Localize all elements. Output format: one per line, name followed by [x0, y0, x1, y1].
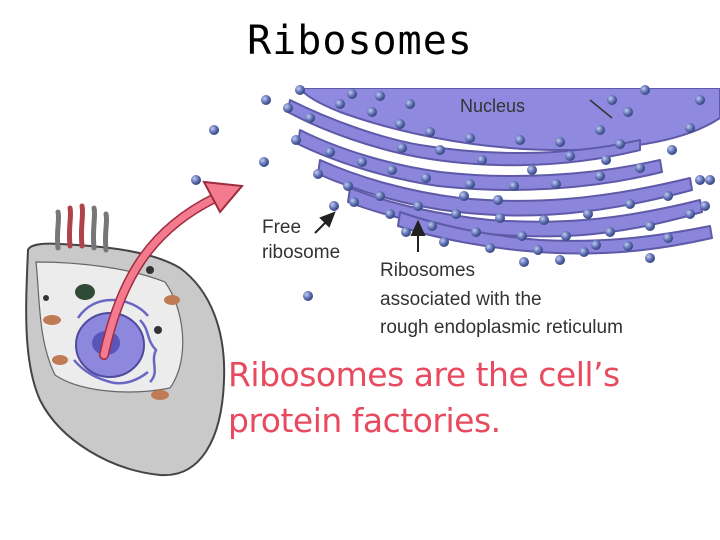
ribosome-dot — [401, 227, 411, 237]
ribosome-dot — [565, 151, 575, 161]
ribosome-dot — [283, 103, 293, 113]
ribosome-dot — [533, 245, 543, 255]
ribosome-dot — [421, 173, 431, 183]
ribosome-dot — [303, 291, 313, 301]
caption: Ribosomes are the cell’s protein factori… — [228, 352, 620, 444]
ribosome-dot — [495, 213, 505, 223]
ribosome-dot — [635, 163, 645, 173]
ribosome-dot — [527, 165, 537, 175]
ribosome-dot — [485, 243, 495, 253]
ribosome-dot — [375, 191, 385, 201]
ribosome-dot — [645, 253, 655, 263]
ribosome-dot — [425, 127, 435, 137]
ribosome-dot — [607, 95, 617, 105]
ribosome-dot — [667, 145, 677, 155]
cell-illustration — [25, 203, 226, 477]
ribosome-dot — [663, 233, 673, 243]
ribosome-dot — [623, 241, 633, 251]
ribosome-dot — [601, 155, 611, 165]
caption-line1: Ribosomes are the cell’s — [228, 355, 620, 394]
ribosome-dot — [313, 169, 323, 179]
cell-organelles — [43, 266, 180, 400]
ribosome-dot — [539, 215, 549, 225]
ribosome-dot — [663, 191, 673, 201]
ribosome-dot — [695, 95, 705, 105]
ribosome-dot — [595, 171, 605, 181]
ribosome-dot — [519, 257, 529, 267]
ribosome-dot — [335, 99, 345, 109]
ribosome-dot — [191, 175, 201, 185]
ribosome-dot — [435, 145, 445, 155]
ribosome-dot — [343, 181, 353, 191]
microvilli — [54, 203, 110, 253]
ribosome-dot — [439, 237, 449, 247]
er-ribosome-pointer — [410, 219, 426, 252]
ribosome-dot — [395, 119, 405, 129]
ribosome-dot — [347, 89, 357, 99]
ribosome-dot — [465, 133, 475, 143]
nucleus-pointer — [589, 99, 613, 119]
ribosome-dot — [385, 209, 395, 219]
ribosome-dot — [259, 157, 269, 167]
ribosome-dots — [191, 85, 715, 301]
ribosome-dot — [387, 165, 397, 175]
ribosome-dot — [261, 95, 271, 105]
ribosome-dot — [451, 209, 461, 219]
ribosome-dot — [595, 125, 605, 135]
ribosome-dot — [493, 195, 503, 205]
ribosome-dot — [623, 107, 633, 117]
ribosome-dot — [551, 179, 561, 189]
ribosome-dot — [329, 201, 339, 211]
ribosome-dot — [305, 113, 315, 123]
ribosome-dot — [375, 91, 385, 101]
ribosome-dot — [367, 107, 377, 117]
free-ribosome-label-line2: ribosome — [262, 242, 340, 263]
ribosome-dot — [645, 221, 655, 231]
ribosome-dot — [397, 143, 407, 153]
ribosome-dot — [555, 255, 565, 265]
ribosome-dot — [325, 147, 335, 157]
ribosome-dot — [625, 199, 635, 209]
ribosome-dot — [477, 155, 487, 165]
ribosome-dot — [405, 99, 415, 109]
er-ribosomes-label-line3: rough endoplasmic reticulum — [380, 317, 623, 338]
ribosome-dot — [579, 247, 589, 257]
caption-line2: protein factories. — [228, 401, 501, 440]
ribosome-dot — [471, 227, 481, 237]
nucleus-label: Nucleus — [460, 96, 525, 116]
zoom-arrow — [99, 180, 244, 360]
ribosome-dot — [705, 175, 715, 185]
ribosome-dot — [509, 181, 519, 191]
ribosome-dot — [555, 137, 565, 147]
er-ribosomes-label-line2: associated with the — [380, 289, 542, 310]
ribosome-dot — [295, 85, 305, 95]
er-ribosomes-label-line1: Ribosomes — [380, 260, 475, 281]
ribosome-dot — [349, 197, 359, 207]
ribosome-dot — [459, 191, 469, 201]
ribosome-dot — [685, 209, 695, 219]
ribosome-dot — [209, 125, 219, 135]
free-ribosome-pointer — [314, 211, 336, 234]
ribosome-dot — [640, 85, 650, 95]
ribosome-dot — [605, 227, 615, 237]
ribosome-dot — [465, 179, 475, 189]
ribosome-dot — [591, 240, 601, 250]
ribosome-dot — [695, 175, 705, 185]
ribosome-dot — [517, 231, 527, 241]
ribosome-dot — [357, 157, 367, 167]
ribosome-dot — [413, 201, 423, 211]
ribosome-dot — [685, 123, 695, 133]
ribosome-dot — [615, 139, 625, 149]
ribosome-dot — [291, 135, 301, 145]
ribosome-dot — [561, 231, 571, 241]
ribosome-dot — [583, 209, 593, 219]
ribosome-dot — [515, 135, 525, 145]
free-ribosome-label-line1: Free — [262, 217, 301, 238]
cell-er — [73, 298, 158, 385]
ribosome-dot — [427, 221, 437, 231]
ribosome-dot — [700, 201, 710, 211]
slide-title: Ribosomes — [247, 18, 473, 64]
